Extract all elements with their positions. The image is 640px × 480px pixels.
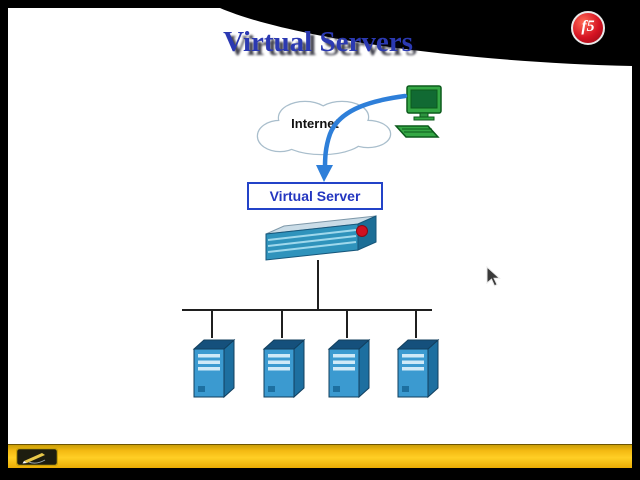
slide-canvas: f5 Virtual Servers <box>8 8 632 468</box>
traffic-arrow <box>316 93 408 182</box>
annotation-pen-button[interactable] <box>16 448 58 466</box>
f5-logo-text: f5 <box>581 18 595 35</box>
slide-title: Virtual Servers <box>223 26 413 58</box>
drop-line-3 <box>346 310 348 338</box>
drop-line-4 <box>415 310 417 338</box>
virtual-server-label: Virtual Server <box>269 188 361 204</box>
load-balancer-appliance-icon <box>265 215 377 261</box>
internet-cloud-icon <box>256 100 392 156</box>
client-pc-icon <box>394 85 442 138</box>
server-icon-4 <box>397 339 439 398</box>
server-icon-3 <box>328 339 370 398</box>
presenter-toolbar <box>8 444 632 468</box>
drop-line-2 <box>281 310 283 338</box>
mouse-cursor <box>486 266 501 287</box>
virtual-server-box: Virtual Server <box>247 182 383 210</box>
f5-logo: f5 <box>571 11 605 45</box>
internet-label: Internet <box>291 116 339 131</box>
corner-swoosh-decoration <box>220 8 632 66</box>
appliance-to-bus-line <box>317 260 319 311</box>
network-diagram: Internet Virtual Server <box>8 8 632 468</box>
server-icon-2 <box>263 339 305 398</box>
server-icon-1 <box>193 339 235 398</box>
drop-line-1 <box>211 310 213 338</box>
bus-line <box>182 309 432 311</box>
appliance-f5-ball <box>356 225 368 237</box>
